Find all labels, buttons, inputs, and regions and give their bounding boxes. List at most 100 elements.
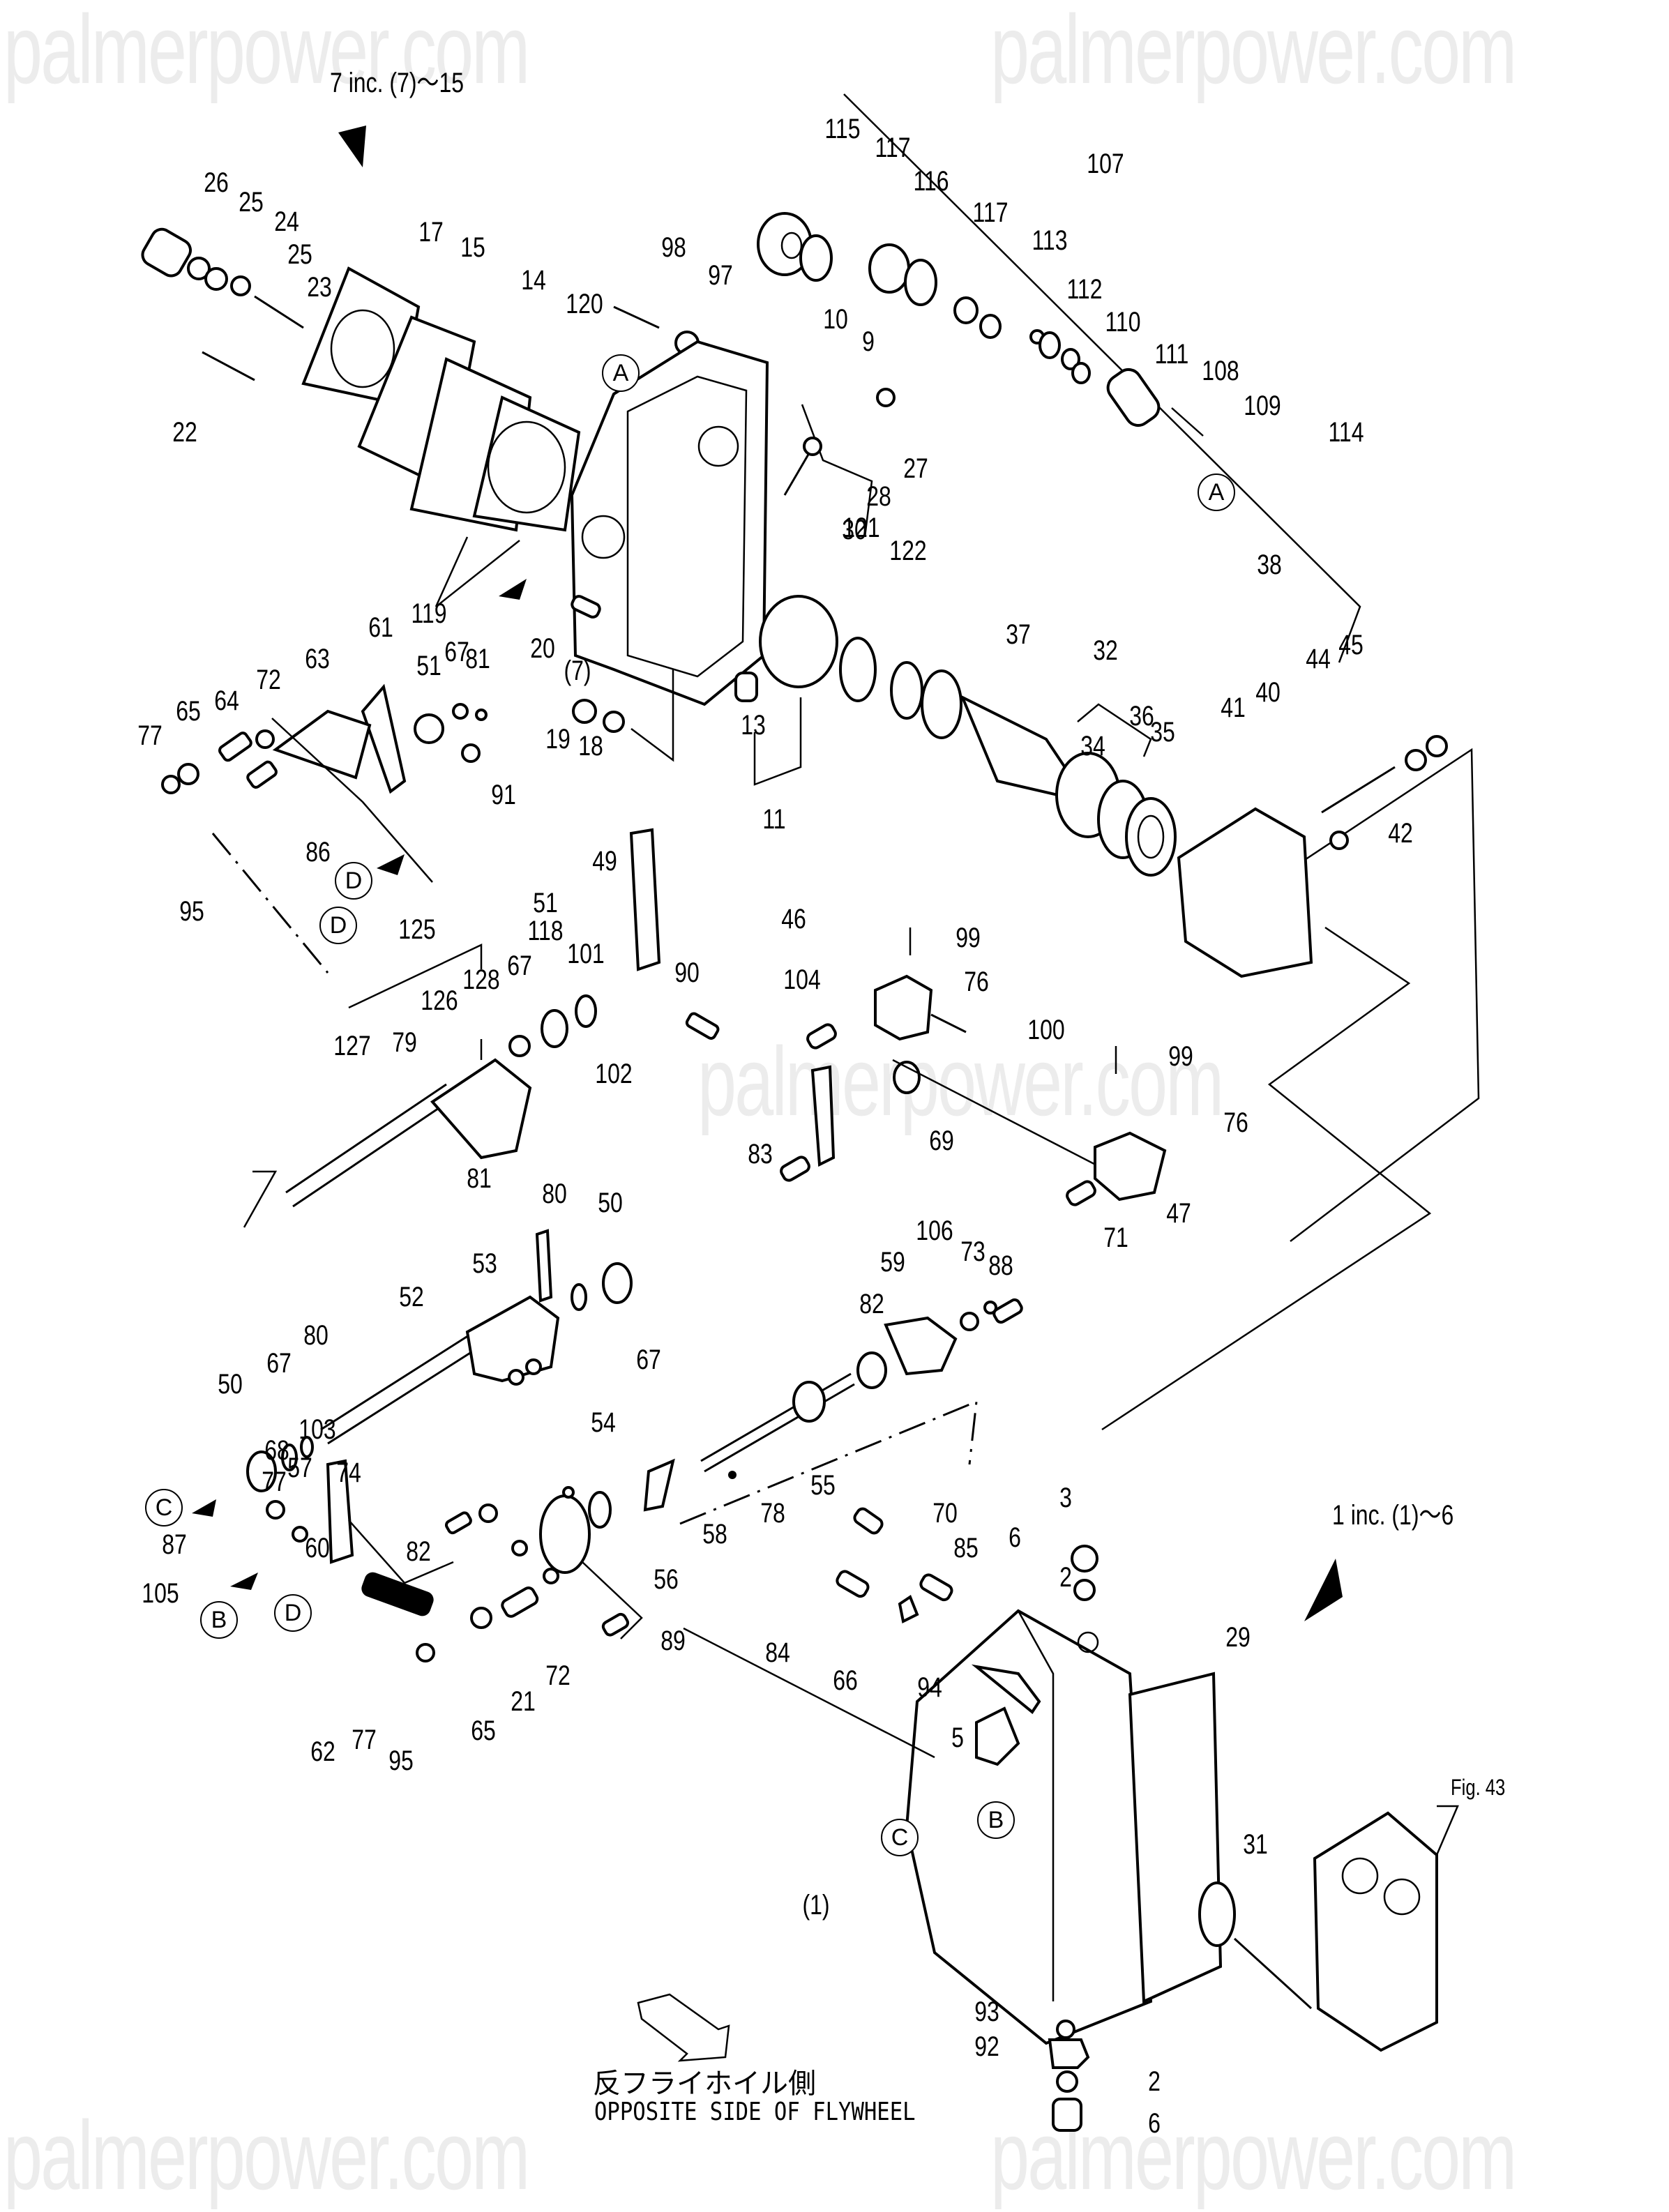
callout-105[interactable]: 105 (142, 1578, 179, 1609)
callout-98[interactable]: 98 (661, 232, 686, 263)
callout-10[interactable]: 10 (823, 304, 848, 335)
callout-57[interactable]: 57 (287, 1453, 312, 1483)
callout-9[interactable]: 9 (862, 326, 875, 357)
callout-110[interactable]: 110 (1105, 307, 1141, 338)
callout-126[interactable]: 126 (421, 985, 458, 1016)
callout-2[interactable]: 2 (1148, 2066, 1161, 2097)
callout-67[interactable]: 67 (266, 1348, 292, 1379)
callout-95[interactable]: 95 (388, 1745, 414, 1776)
callout-35[interactable]: 35 (1150, 717, 1175, 748)
callout-27[interactable]: 27 (903, 453, 928, 484)
callout-76[interactable]: 76 (964, 967, 989, 997)
callout-25[interactable]: 25 (239, 187, 264, 218)
callout-36[interactable]: 36 (1129, 701, 1154, 732)
callout-7[interactable]: (7) (564, 656, 591, 686)
callout-22[interactable]: 22 (172, 417, 197, 448)
callout-63[interactable]: 63 (305, 644, 330, 674)
callout-91[interactable]: 91 (491, 780, 516, 810)
callout-116[interactable]: 116 (913, 166, 949, 197)
callout-82[interactable]: 82 (859, 1289, 884, 1319)
callout-59[interactable]: 59 (880, 1247, 905, 1278)
callout-106[interactable]: 106 (916, 1215, 953, 1246)
callout-54[interactable]: 54 (591, 1407, 616, 1438)
callout-69[interactable]: 69 (929, 1126, 954, 1156)
callout-15[interactable]: 15 (460, 232, 485, 263)
callout-45[interactable]: 45 (1338, 630, 1364, 660)
callout-25[interactable]: 25 (287, 239, 312, 270)
callout-100[interactable]: 100 (1027, 1015, 1065, 1045)
callout-51[interactable]: 51 (533, 888, 558, 918)
callout-11[interactable]: 11 (762, 804, 786, 835)
callout-13[interactable]: 13 (741, 710, 766, 741)
callout-24[interactable]: 24 (274, 206, 299, 237)
callout-65[interactable]: 65 (176, 696, 201, 727)
callout-56[interactable]: 56 (654, 1564, 679, 1595)
callout-90[interactable]: 90 (674, 957, 700, 988)
callout-44[interactable]: 44 (1306, 644, 1331, 674)
callout-37[interactable]: 37 (1006, 619, 1031, 650)
callout-103[interactable]: 103 (299, 1414, 336, 1445)
callout-73[interactable]: 73 (960, 1236, 985, 1267)
callout-107[interactable]: 107 (1087, 149, 1124, 179)
callout-114[interactable]: 114 (1328, 417, 1364, 448)
callout-41[interactable]: 41 (1221, 692, 1246, 723)
callout-30[interactable]: 30 (842, 515, 867, 545)
callout-29[interactable]: 29 (1225, 1622, 1251, 1653)
callout-34[interactable]: 34 (1080, 731, 1105, 762)
callout-23[interactable]: 23 (307, 272, 332, 303)
callout-6[interactable]: 6 (1148, 2108, 1161, 2139)
callout-128[interactable]: 128 (462, 964, 500, 995)
callout-60[interactable]: 60 (305, 1533, 330, 1563)
callout-50[interactable]: 50 (598, 1188, 623, 1218)
callout-51[interactable]: 51 (416, 651, 441, 681)
callout-31[interactable]: 31 (1243, 1829, 1268, 1860)
callout-86[interactable]: 86 (305, 837, 331, 868)
callout-32[interactable]: 32 (1093, 635, 1118, 666)
callout-112[interactable]: 112 (1066, 274, 1103, 305)
callout-20[interactable]: 20 (530, 633, 555, 664)
callout-40[interactable]: 40 (1255, 677, 1281, 708)
callout-71[interactable]: 71 (1103, 1222, 1128, 1253)
callout-65[interactable]: 65 (471, 1715, 496, 1746)
callout-38[interactable]: 38 (1257, 550, 1282, 580)
callout-125[interactable]: 125 (398, 914, 436, 945)
callout-99[interactable]: 99 (1168, 1041, 1193, 1072)
callout-79[interactable]: 79 (392, 1027, 417, 1058)
callout-42[interactable]: 42 (1388, 818, 1413, 849)
callout-104[interactable]: 104 (783, 964, 821, 995)
callout-77[interactable]: 77 (137, 720, 163, 751)
callout-77[interactable]: 77 (352, 1725, 377, 1755)
callout-46[interactable]: 46 (781, 904, 806, 934)
callout-21[interactable]: 21 (511, 1686, 536, 1717)
callout-81[interactable]: 81 (465, 644, 490, 674)
callout-55[interactable]: 55 (810, 1470, 836, 1501)
callout-61[interactable]: 61 (368, 612, 393, 643)
callout-81[interactable]: 81 (467, 1163, 492, 1194)
callout-47[interactable]: 47 (1166, 1198, 1191, 1229)
callout-120[interactable]: 120 (566, 289, 603, 319)
callout-72[interactable]: 72 (545, 1660, 571, 1691)
callout-80[interactable]: 80 (303, 1320, 328, 1351)
callout-53[interactable]: 53 (472, 1248, 497, 1279)
callout-14[interactable]: 14 (521, 265, 546, 296)
callout-50[interactable]: 50 (218, 1369, 243, 1400)
callout-18[interactable]: 18 (578, 731, 603, 762)
callout-94[interactable]: 94 (917, 1672, 942, 1703)
callout-92[interactable]: 92 (974, 2031, 999, 2062)
callout-95[interactable]: 95 (179, 896, 204, 927)
callout-70[interactable]: 70 (932, 1498, 958, 1529)
callout-109[interactable]: 109 (1244, 391, 1281, 421)
callout-6[interactable]: 6 (1009, 1522, 1021, 1553)
callout-97[interactable]: 97 (708, 260, 733, 291)
callout-78[interactable]: 78 (760, 1498, 785, 1529)
callout-89[interactable]: 89 (660, 1626, 686, 1656)
callout-85[interactable]: 85 (953, 1533, 979, 1563)
figure-reference[interactable]: Fig. 43 (1451, 1775, 1506, 1800)
callout-74[interactable]: 74 (336, 1457, 361, 1488)
callout-101[interactable]: 101 (567, 939, 605, 969)
callout-28[interactable]: 28 (866, 481, 891, 512)
callout-72[interactable]: 72 (256, 665, 281, 695)
callout-68[interactable]: 68 (264, 1435, 289, 1466)
callout-62[interactable]: 62 (310, 1736, 335, 1767)
callout-17[interactable]: 17 (418, 217, 444, 248)
